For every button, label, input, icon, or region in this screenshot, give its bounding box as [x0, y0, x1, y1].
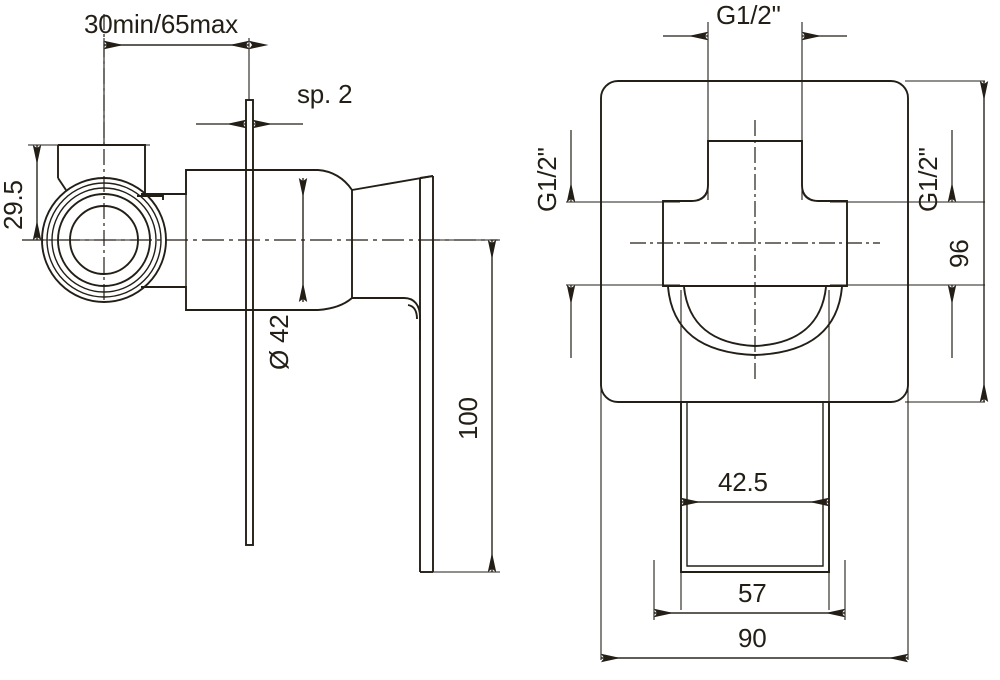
- dim-label-thread-right: G1/2": [913, 147, 943, 212]
- side-section-view: 30min/65max sp. 2 29.5 Ø 42: [0, 9, 500, 573]
- dim-thread-top: G1/2": [663, 0, 847, 41]
- dim-label-thread-top: G1/2": [716, 0, 781, 30]
- wall-plate-side: [245, 99, 254, 546]
- dim-inlet-offset: 29.5: [0, 144, 150, 241]
- dim-label-lever-drop: 100: [453, 397, 483, 440]
- dim-label-body-diameter: Ø 42: [264, 314, 294, 370]
- dim-label-wall-depth: 30min/65max: [84, 9, 238, 39]
- dim-body-diameter: Ø 42: [264, 178, 308, 370]
- dim-label-body-width: 57: [738, 578, 767, 608]
- dim-label-plate-thickness: sp. 2: [297, 79, 352, 109]
- front-view: G1/2" G1/2" G1/2" 96 42.5: [532, 0, 989, 663]
- dim-thread-right: G1/2": [913, 130, 957, 358]
- dim-label-plate-width: 90: [738, 623, 767, 653]
- dim-wall-depth: 30min/65max: [84, 9, 269, 144]
- dim-label-lever-width: 42.5: [718, 467, 768, 497]
- dim-label-plate-height: 96: [944, 239, 974, 268]
- dim-label-inlet-offset: 29.5: [0, 180, 28, 230]
- dim-lever-width: 42.5: [681, 467, 829, 507]
- dim-body-width: 57: [653, 560, 846, 620]
- dim-plate-thickness: sp. 2: [196, 79, 353, 129]
- dim-plate-height: 96: [944, 81, 989, 402]
- projection-lines: [566, 22, 985, 660]
- valve-body-side: [141, 169, 318, 311]
- dim-plate-width: 90: [601, 623, 908, 663]
- dim-lever-drop: 100: [430, 239, 500, 573]
- dim-thread-left: G1/2": [532, 130, 576, 358]
- lever-handle-side: [403, 175, 434, 573]
- dim-label-thread-left: G1/2": [532, 147, 562, 212]
